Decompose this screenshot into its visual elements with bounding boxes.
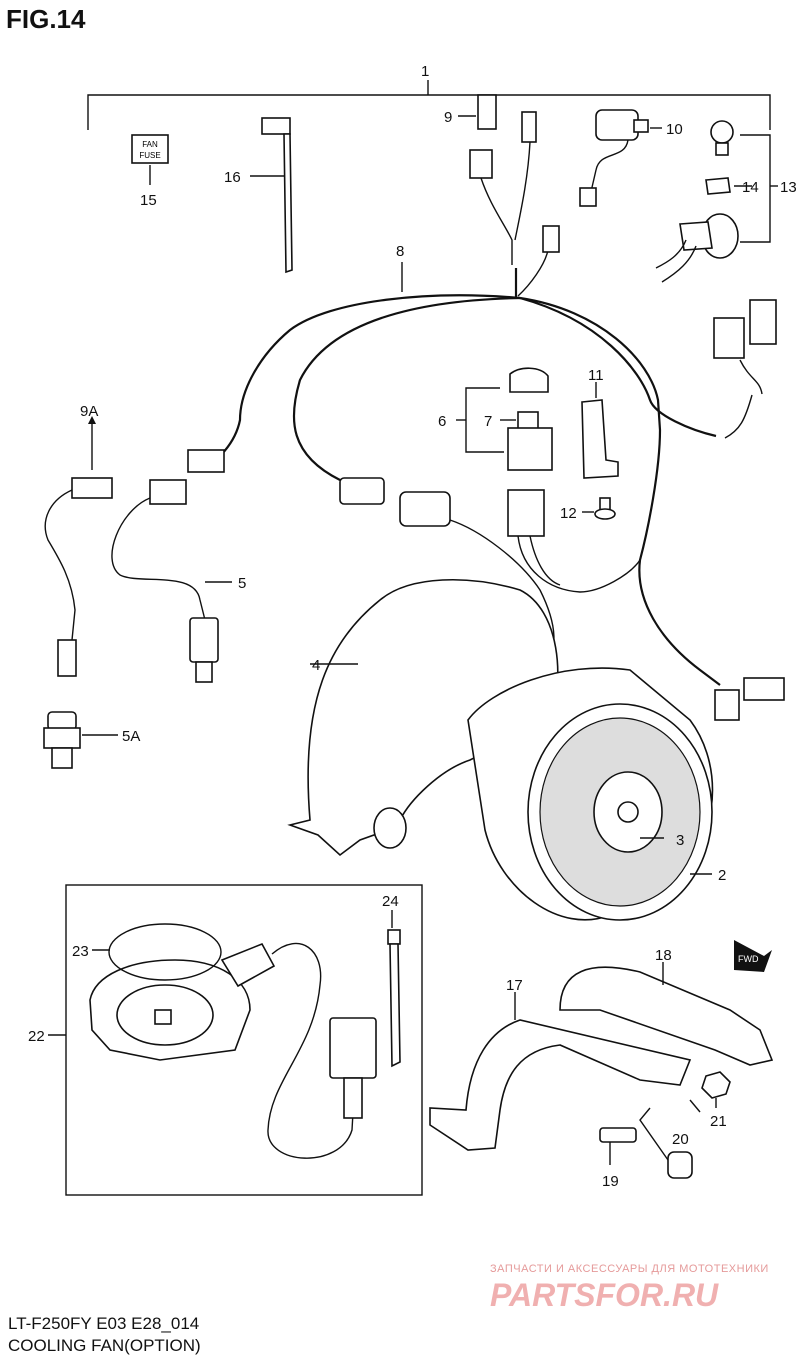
sub-harness-9a [44, 416, 113, 677]
main-wiring-harness-8 [207, 262, 777, 686]
callout-12: 12 [560, 505, 577, 522]
cable-tie-24 [387, 910, 401, 1068]
figure-number: FIG.14 [6, 4, 86, 34]
callout-20: 20 [672, 1131, 689, 1148]
watermark-tagline: ЗАПЧАСТИ И АКСЕССУАРЫ ДЛЯ МОТОТЕХНИКИ [490, 1263, 769, 1275]
callout-6: 6 [438, 413, 446, 430]
callout-5: 5 [238, 575, 246, 592]
thermo-switch-13 [655, 120, 778, 283]
callout-15: 15 [140, 192, 157, 209]
fan-shroud-4 [287, 578, 559, 857]
callout-5a: 5A [122, 728, 140, 745]
callout-13: 13 [780, 179, 797, 196]
thermostat-22 [89, 942, 377, 1159]
callout-14: 14 [742, 179, 759, 196]
callout-16: 16 [224, 169, 241, 186]
harness-connectors [187, 449, 785, 742]
callout-9a: 9A [80, 403, 98, 420]
callout-10: 10 [666, 121, 683, 138]
callout-18: 18 [655, 947, 672, 964]
switch-10 [579, 109, 662, 207]
spacer-20 [667, 1151, 693, 1179]
cable-tie-16 [250, 117, 293, 274]
temp-sensor-5a [43, 711, 118, 769]
callout-22: 22 [28, 1028, 45, 1045]
watermark-brand: PARTSFOR.RU [490, 1277, 719, 1313]
temp-sensor-5 [111, 479, 232, 683]
callout-11: 11 [588, 367, 604, 384]
kit-bracket-1 [87, 80, 771, 130]
fan-fuse-part: FAN FUSE [131, 134, 169, 185]
callout-3: 3 [676, 832, 684, 849]
callout-9: 9 [444, 109, 452, 126]
callout-21: 21 [710, 1113, 727, 1130]
callout-19: 19 [602, 1173, 619, 1190]
kit-box-22 [48, 884, 423, 1196]
nut-21 [701, 1071, 731, 1108]
fan-bracket-17-18 [429, 962, 774, 1161]
callout-4: 4 [312, 657, 320, 674]
fan-motor-2 [467, 667, 714, 921]
callout-24: 24 [382, 893, 399, 910]
relay-bracket-11 [581, 382, 619, 520]
fan-fuse-label-1: FAN [142, 140, 158, 149]
section-name: COOLING FAN(OPTION) [8, 1336, 201, 1355]
callout-8: 8 [396, 243, 404, 260]
model-code: LT-F250FY E03 E28_014 [8, 1314, 200, 1333]
fan-fuse-label-2: FUSE [139, 151, 160, 160]
gasket-23 [92, 923, 222, 981]
bolt-19 [599, 1127, 637, 1165]
callout-23: 23 [72, 943, 89, 960]
callout-7: 7 [484, 413, 492, 430]
fwd-direction-arrow: FWD [734, 940, 772, 972]
callout-17: 17 [506, 977, 523, 994]
callout-1: 1 [421, 63, 429, 80]
callout-2: 2 [718, 867, 726, 884]
relay-6 [456, 367, 641, 593]
fwd-label: FWD [738, 954, 759, 964]
fuse-holder-9 [458, 94, 560, 297]
callout-labels: 1 2 3 4 5 5A 6 7 8 9 9A 10 11 12 13 14 1… [28, 63, 797, 1190]
watermark: ЗАПЧАСТИ И АКСЕССУАРЫ ДЛЯ МОТОТЕХНИКИ PA… [490, 1263, 769, 1313]
